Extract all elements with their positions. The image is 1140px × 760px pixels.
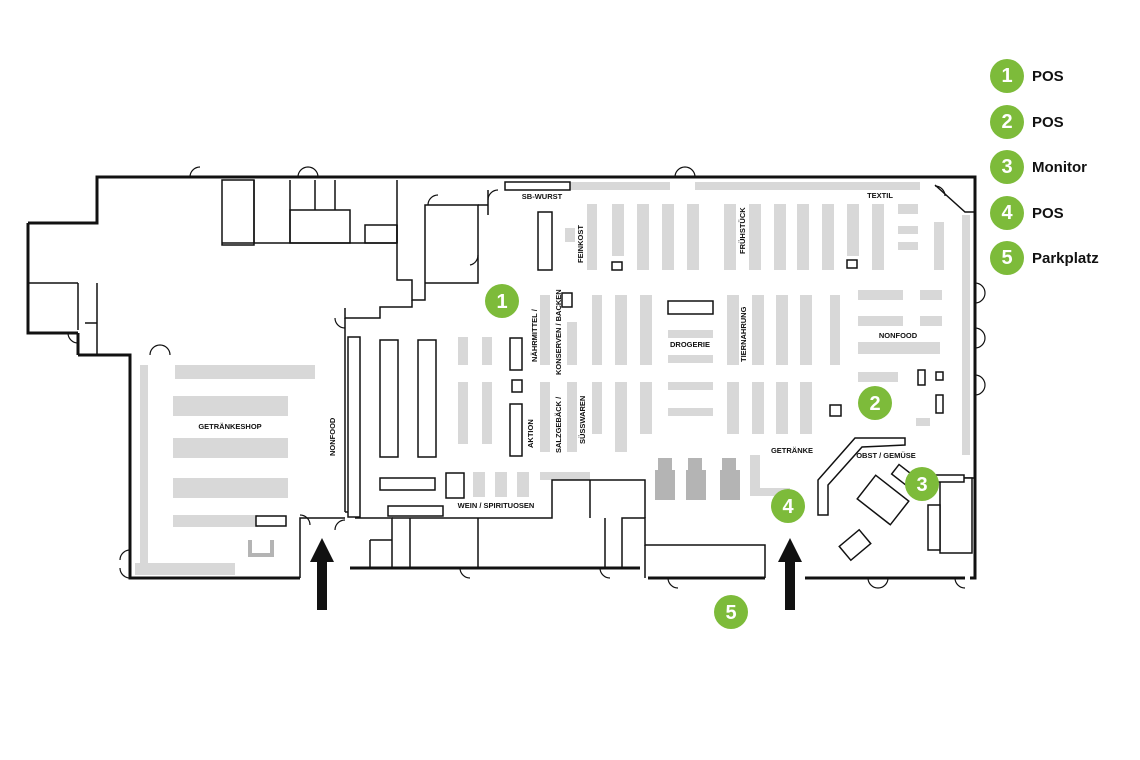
entrance-arrow-right	[778, 538, 802, 610]
legend-label: POS	[1032, 67, 1064, 85]
marker-number: 4	[782, 496, 794, 518]
label-textil: TEXTIL	[867, 191, 893, 200]
marker-number: 5	[725, 602, 736, 624]
legend-label: POS	[1032, 204, 1064, 222]
legend-badge: 2	[990, 105, 1024, 139]
marker-number: 1	[496, 291, 507, 313]
legend-label: Monitor	[1032, 158, 1087, 176]
entrance-arrow-left	[310, 538, 334, 610]
label-nonfood-left: NONFOOD	[328, 417, 337, 456]
legend-label: POS	[1032, 113, 1064, 131]
legend-item-4: 4 POS	[990, 195, 1064, 231]
label-aktion: AKTION	[526, 419, 535, 448]
label-obst-gemuese: OBST / GEMÜSE	[856, 451, 916, 460]
door-swings	[67, 166, 986, 589]
marker-pos-2: 2	[858, 386, 892, 420]
legend-item-5: 5 Parkplatz	[990, 240, 1099, 276]
legend-item-2: 2 POS	[990, 104, 1064, 140]
label-wein-spirituosen: WEIN / SPIRITUOSEN	[458, 501, 535, 510]
label-salzgebaeck: SALZGEBÄCK /	[554, 396, 563, 453]
legend-item-3: 3 Monitor	[990, 149, 1087, 185]
legend-badge: 5	[990, 241, 1024, 275]
marker-pos-4: 4	[771, 489, 805, 523]
label-suesswaren: SÜSSWAREN	[578, 396, 587, 444]
label-naehrmittel: NÄHRMITTEL /	[530, 308, 539, 362]
label-fruehstueck: FRÜHSTÜCK	[738, 207, 747, 254]
label-konserven: KONSERVEN / BACKEN	[554, 289, 563, 375]
beverage-pallets	[655, 458, 740, 500]
marker-pos-1: 1	[485, 284, 519, 318]
label-feinkost: FEINKOST	[576, 225, 585, 263]
label-getraenkeshop: GETRÄNKESHOP	[198, 422, 261, 431]
legend-badge: 1	[990, 59, 1024, 93]
legend-item-1: 1 POS	[990, 58, 1064, 94]
label-sb-wurst: SB-WURST	[522, 192, 563, 201]
label-tiernahrung: TIERNAHRUNG	[739, 306, 748, 362]
marker-number: 2	[869, 393, 880, 415]
legend-badge: 4	[990, 196, 1024, 230]
label-nonfood-right: NONFOOD	[879, 331, 918, 340]
marker-parkplatz-5: 5	[714, 595, 748, 629]
outer-walls	[26, 175, 977, 580]
marker-monitor-3: 3	[905, 467, 939, 501]
marker-number: 3	[916, 474, 927, 496]
entrance-arrows	[310, 538, 802, 610]
inner-walls	[28, 179, 975, 578]
shelving	[135, 182, 970, 575]
label-drogerie: DROGERIE	[670, 340, 710, 349]
legend-label: Parkplatz	[1032, 249, 1099, 267]
legend-badge: 3	[990, 150, 1024, 184]
label-getraenke: GETRÄNKE	[771, 446, 813, 455]
